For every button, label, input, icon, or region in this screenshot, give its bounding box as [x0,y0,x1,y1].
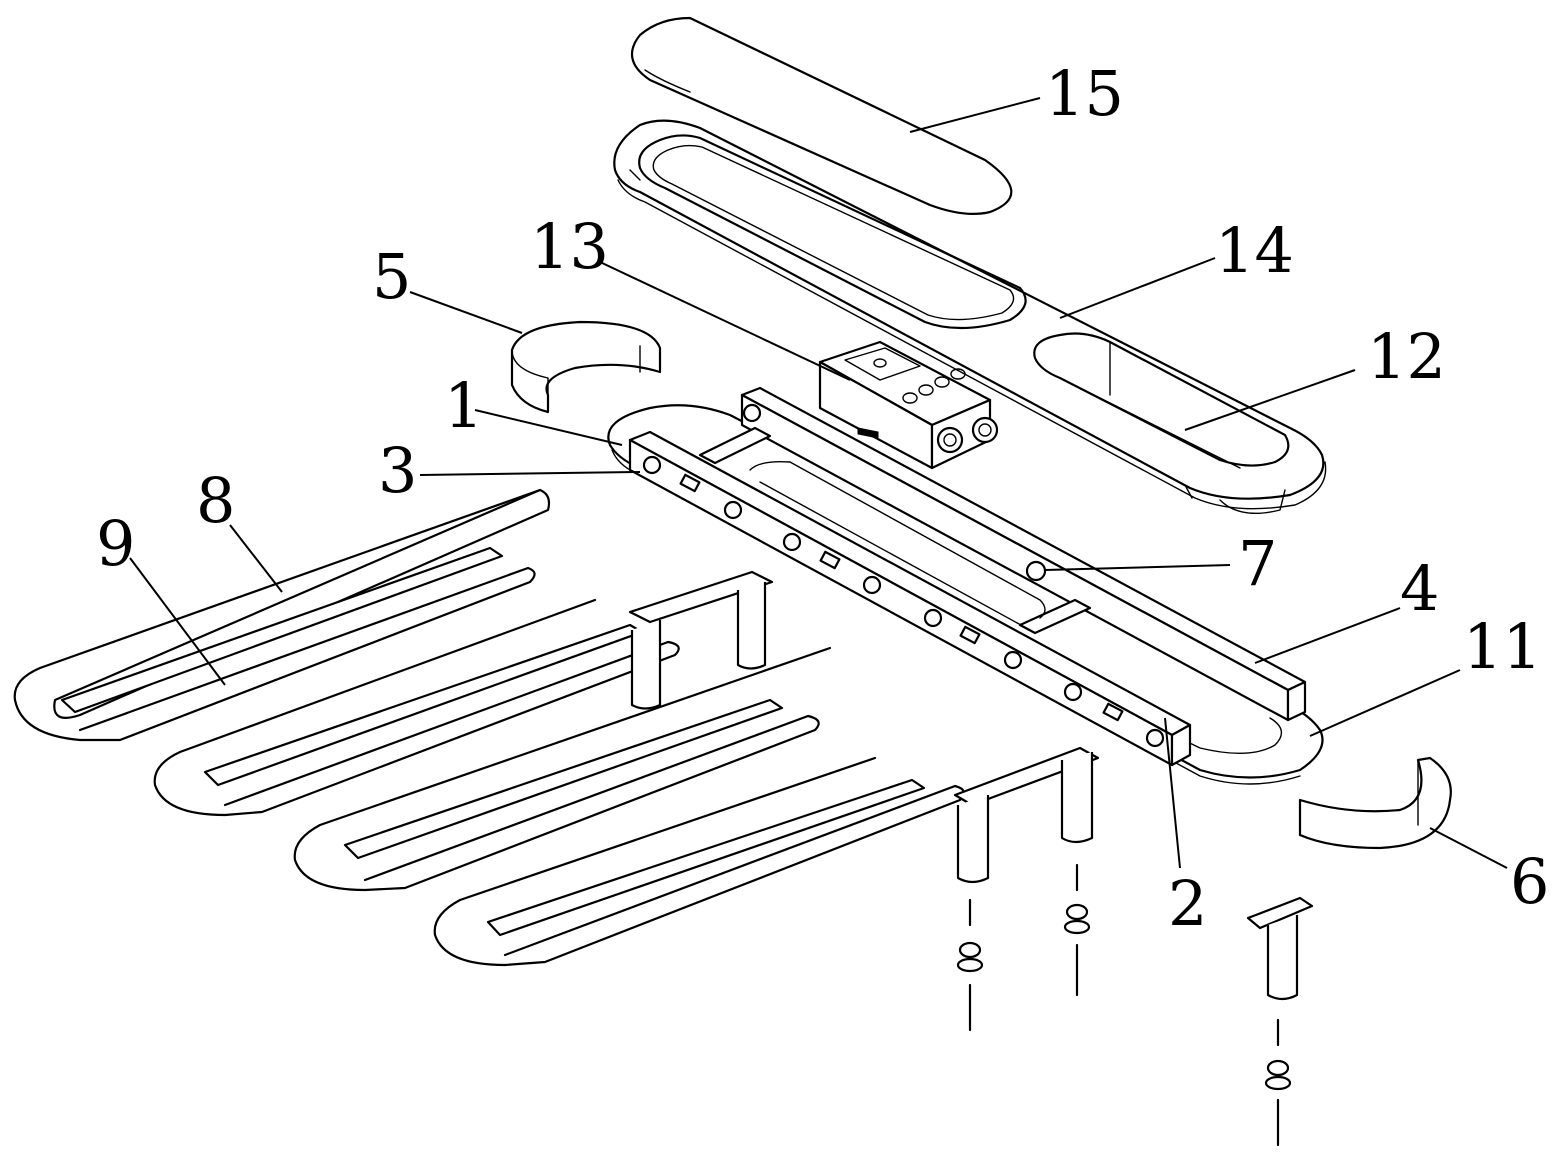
callout-15: 15 [1045,57,1124,130]
callout-8: 8 [196,464,235,537]
heating-tube-3 [293,646,832,892]
callout-3: 3 [378,434,417,507]
callout-11: 11 [1463,610,1542,683]
bracket-middle [953,746,1100,884]
tray-crossbars [698,426,1092,635]
front-rail-3 [628,430,1192,767]
callout-1: 1 [444,369,483,442]
end-cap-6 [1298,756,1452,850]
callout-6: 6 [1510,845,1549,918]
callout-2: 2 [1168,867,1207,940]
control-box-13 [818,340,999,470]
end-cap-5 [510,320,662,414]
callout-12: 12 [1367,320,1446,393]
base-tray-11 [607,404,1324,785]
callout-7: 7 [1238,527,1277,600]
heating-tube-1 [13,488,551,742]
rear-rail-4 [740,386,1307,722]
bracket-right [1246,896,1314,1001]
cover-plate-15 [630,16,1013,215]
callout-5: 5 [372,240,411,313]
callout-4: 4 [1400,552,1439,625]
callouts: 15 14 13 12 5 1 3 8 9 7 4 11 6 2 [96,57,1549,940]
leader-lines [129,97,1508,869]
callout-9: 9 [96,507,135,580]
fastener-set-3 [1264,1018,1292,1147]
bracket-left [628,570,774,710]
fastener-set-2 [1063,863,1091,997]
callout-13: 13 [530,210,609,283]
fastener-set-1 [956,898,984,1032]
housing-frame-14 [613,119,1327,515]
callout-14: 14 [1215,214,1294,287]
